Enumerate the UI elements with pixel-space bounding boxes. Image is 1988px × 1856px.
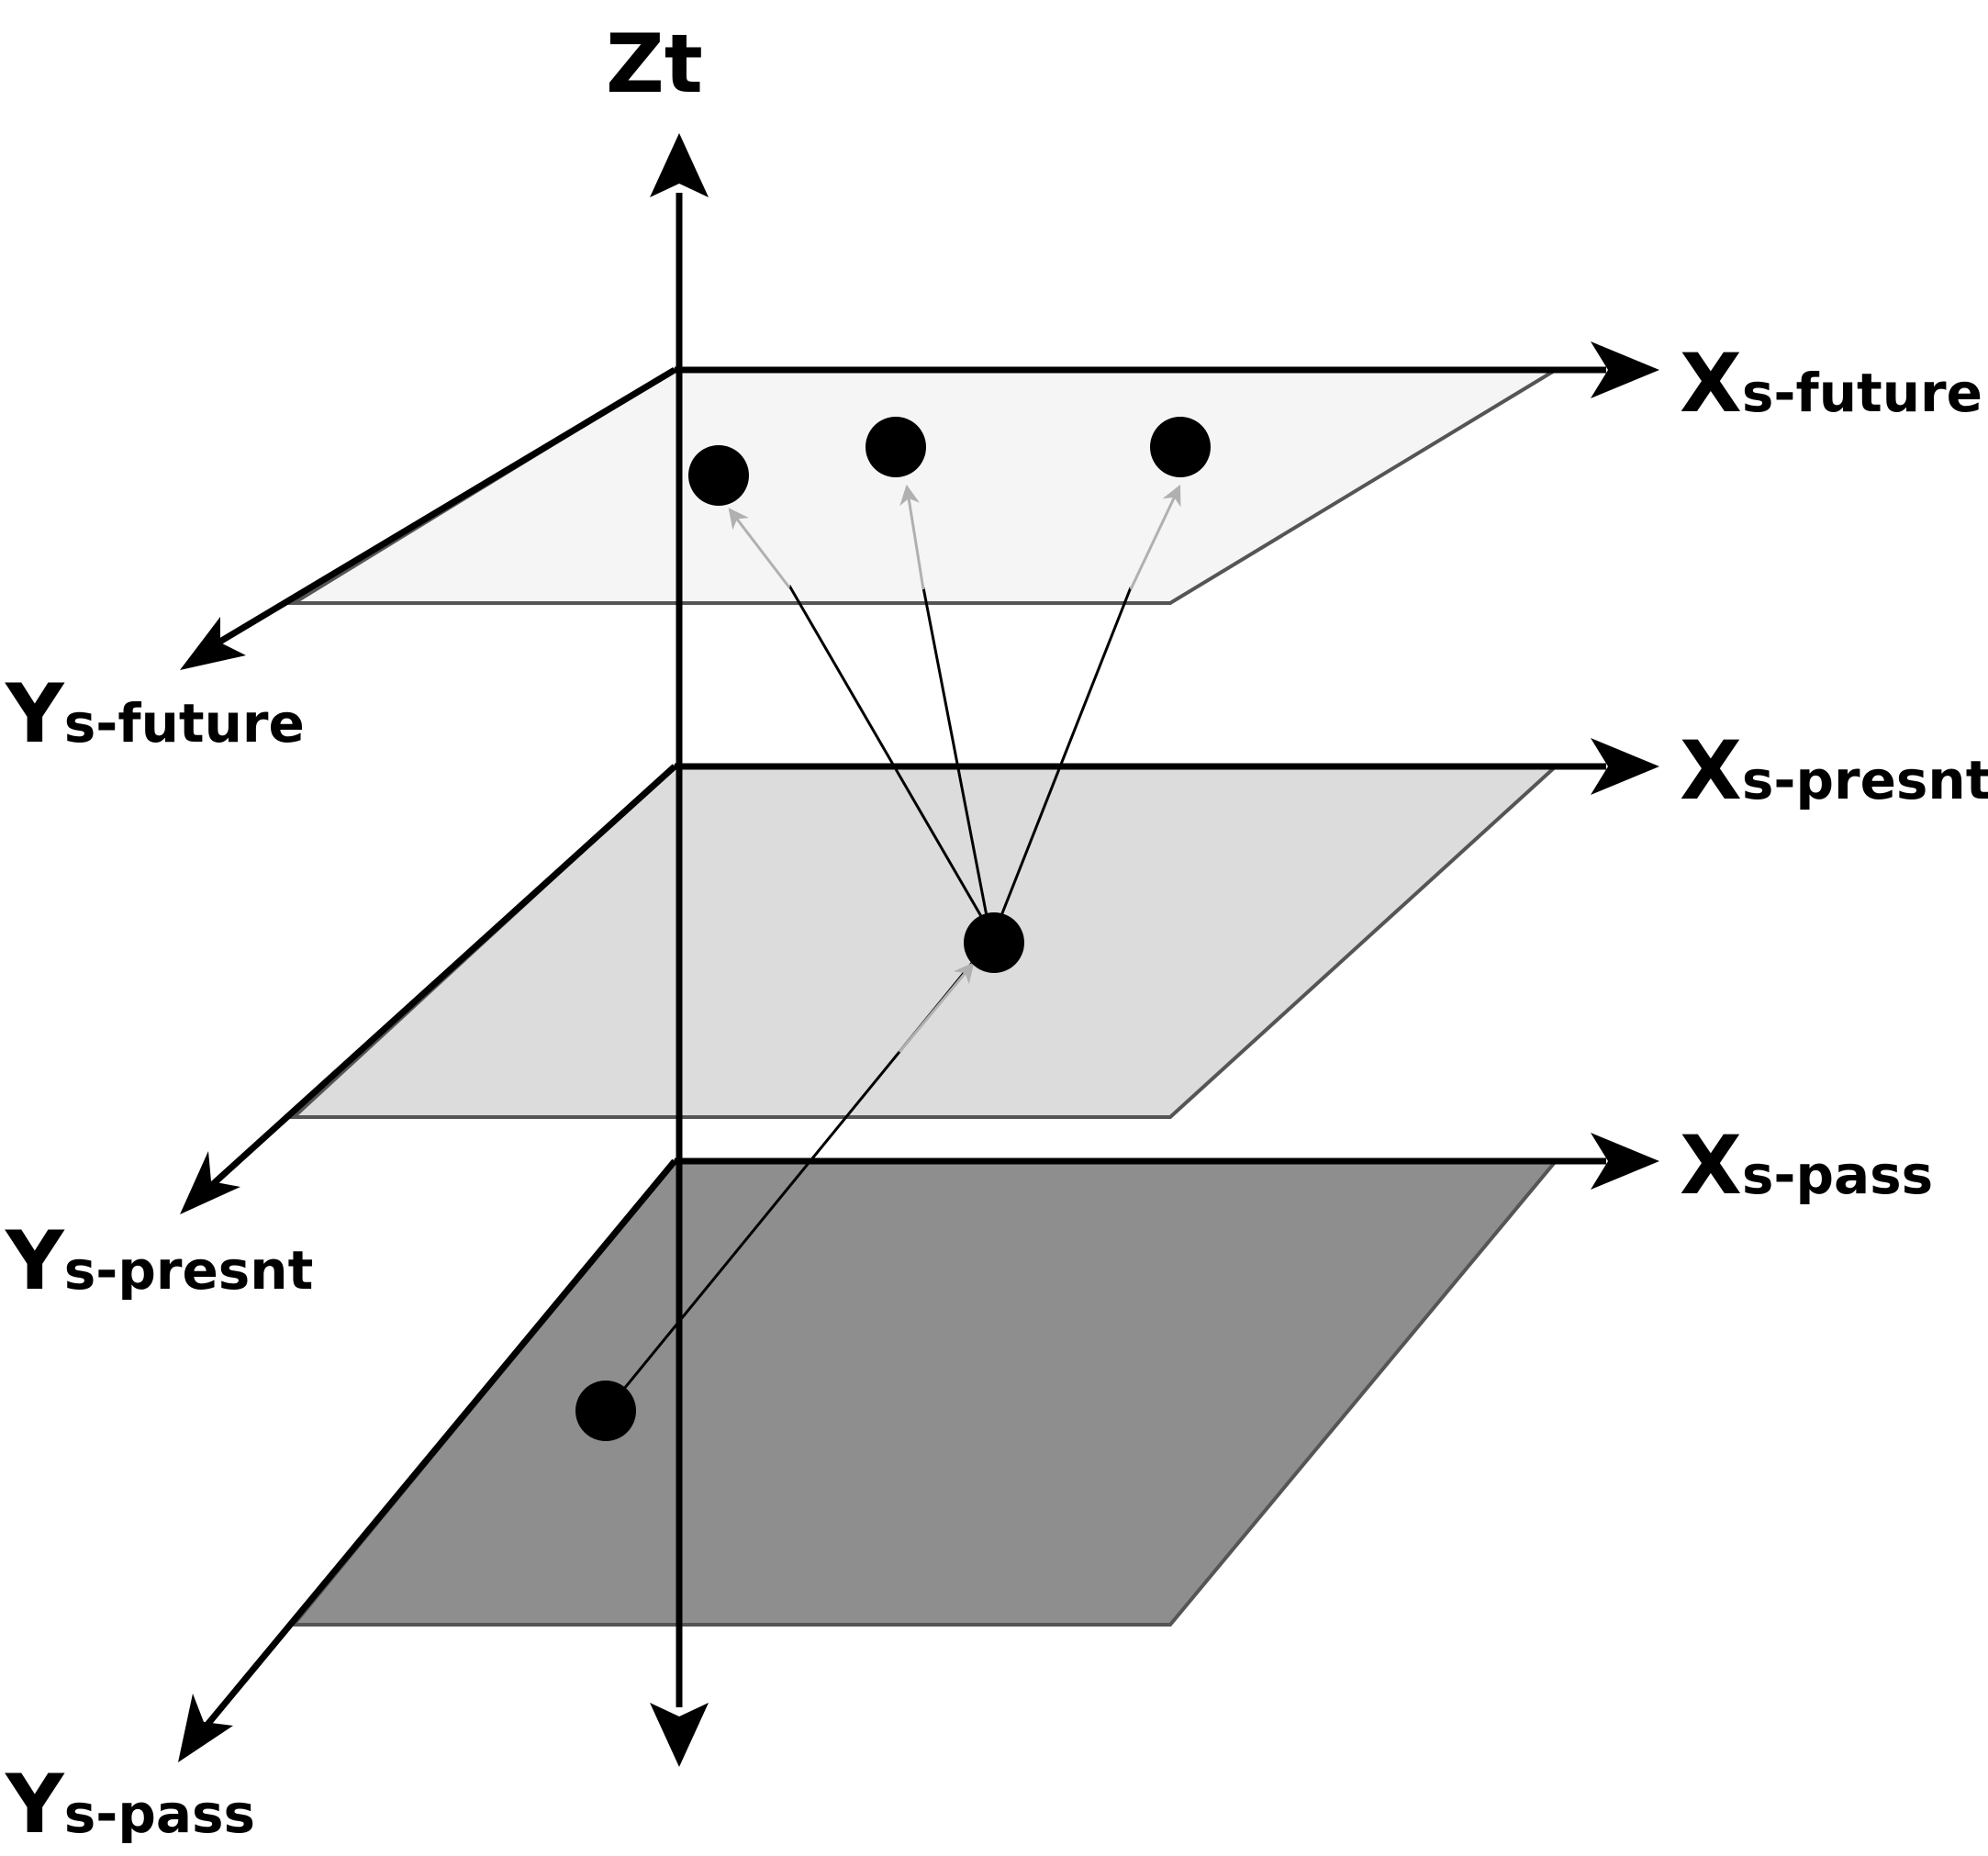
- node-presnt: [964, 912, 1024, 973]
- node-pass: [575, 1381, 636, 1441]
- node-future-1: [688, 445, 749, 506]
- y-axis-pass-label: Ys-pass: [5, 1757, 255, 1851]
- arrow-presnt-to-future-2: [921, 587, 988, 917]
- z-axis-arrow-down-icon: [650, 1703, 709, 1767]
- arrow-presnt-to-future-1-faded: [728, 508, 791, 588]
- x-axis-presnt-label: Xs-presnt: [1680, 723, 1988, 818]
- arrow-pass-to-presnt-faded: [898, 962, 975, 1053]
- arrow-presnt-to-future-3-faded: [1129, 485, 1181, 590]
- arrow-presnt-to-future-2-faded: [899, 484, 925, 590]
- node-future-3: [1150, 417, 1211, 477]
- y-axis-presnt-arrow-icon: [180, 1151, 240, 1214]
- y-axis-presnt: [210, 764, 677, 1187]
- y-axis-future-label: Ys-future: [5, 666, 305, 761]
- y-axis-pass-arrow-icon: [178, 1694, 233, 1762]
- x-axis-presnt-arrow-icon: [1591, 738, 1659, 795]
- z-axis-label: Zt: [606, 17, 703, 111]
- arrow-presnt-to-future-1: [787, 585, 984, 919]
- arrow-presnt-to-future-3: [999, 587, 1133, 919]
- z-axis-arrow-up-icon: [650, 133, 709, 197]
- x-axis-pass-label: Xs-pass: [1680, 1118, 1933, 1213]
- y-axis-future: [217, 366, 676, 646]
- y-axis-future-arrow-icon: [180, 617, 246, 670]
- x-axis-future-label: Xs-future: [1680, 336, 1982, 430]
- y-axis-pass: [204, 1158, 677, 1728]
- node-future-2: [866, 417, 926, 477]
- y-axis-presnt-label: Ys-presnt: [5, 1213, 313, 1308]
- x-axis-pass-arrow-icon: [1591, 1133, 1659, 1190]
- x-axis-future-arrow-icon: [1591, 341, 1659, 398]
